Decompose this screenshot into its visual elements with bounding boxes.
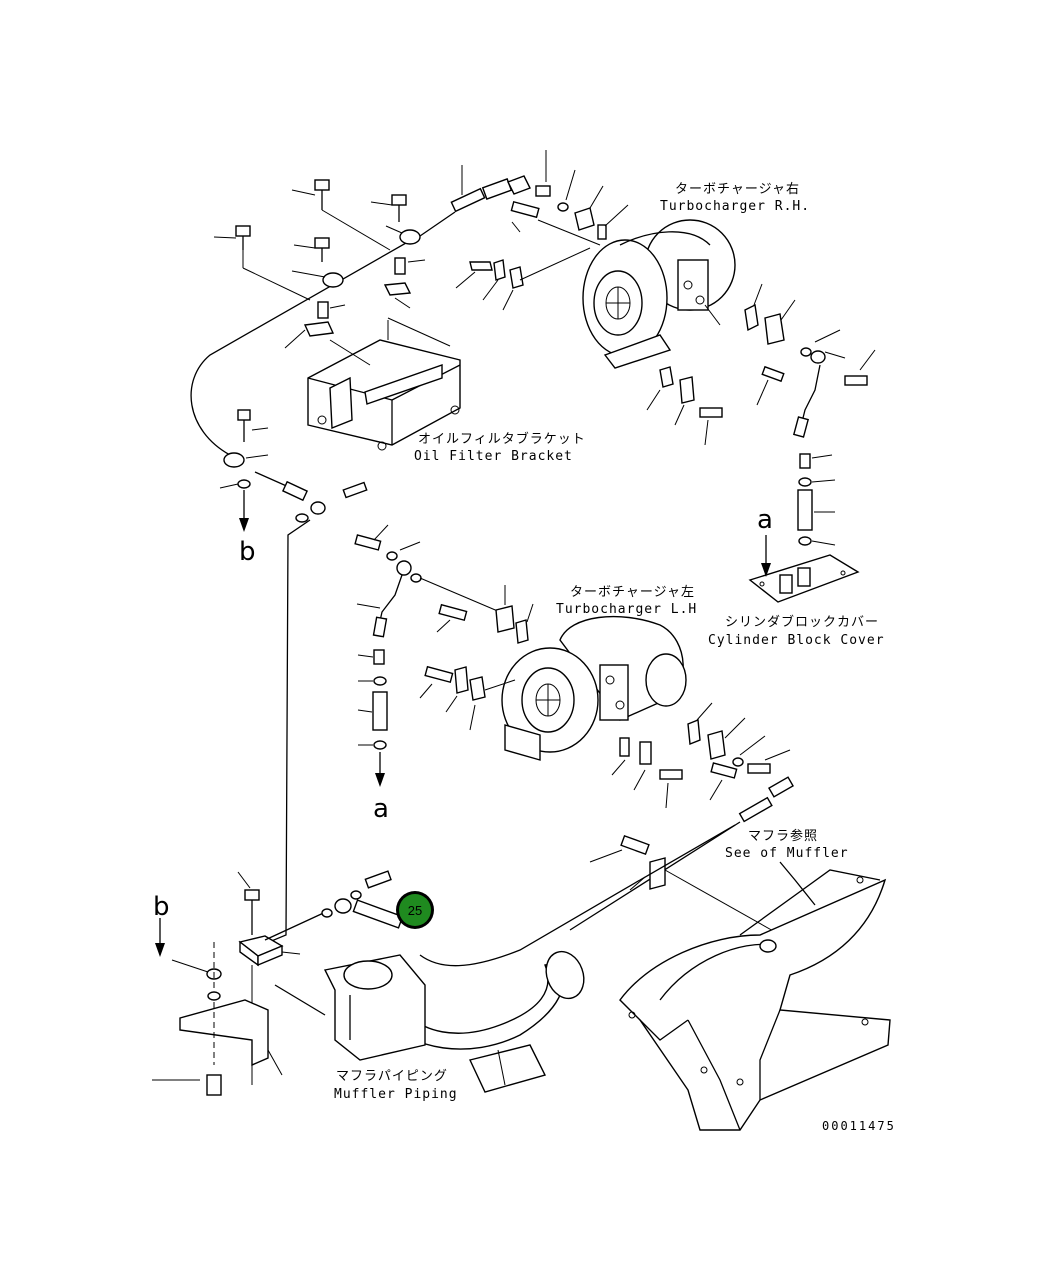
- muffler-pipe-label-en: Muffler Piping: [334, 1087, 458, 1102]
- ref-b-bottom: b: [153, 892, 170, 922]
- top-left-fittings: [213, 179, 426, 349]
- callout-25-marker[interactable]: 25: [396, 891, 434, 929]
- part-number: 00011475: [822, 1119, 896, 1133]
- callout-25-fill: [399, 894, 431, 926]
- oil-line-lower: [249, 519, 311, 951]
- callout-25-number: 25: [408, 903, 422, 918]
- muffler-clamp: [589, 834, 776, 933]
- turbocharger-rh: [455, 219, 736, 369]
- cylinder-block-cover: [748, 535, 860, 603]
- turbo-rh-label-en: Turbocharger R.H.: [660, 199, 810, 214]
- callout-25-fittings: [321, 870, 404, 929]
- arrow-b-bottom: [155, 943, 165, 957]
- oil-bracket-label-jp: オイルフィルタブラケット: [418, 431, 586, 447]
- oil-line-hose: [190, 234, 421, 456]
- muffler-ref-label-en: See of Muffler: [725, 846, 849, 861]
- turbo-lh-drain-fittings: [569, 702, 794, 931]
- arrow-a-right: [761, 563, 771, 577]
- turbocharger-lh: [419, 585, 687, 761]
- muffler-piping: [323, 824, 736, 1093]
- cyl-cover-label-jp: シリンダブロックカバー: [725, 614, 879, 630]
- turbo-rh-hose-top: [419, 150, 629, 246]
- ref-a-top: a: [757, 505, 773, 535]
- bottom-bracket: [152, 871, 331, 1096]
- arrow-a-left: [375, 773, 385, 787]
- arrow-b-top: [239, 518, 249, 532]
- turbo-lh-label-jp: ターボチャージャ左: [570, 585, 695, 600]
- muffler-ref-label-jp: マフラ参照: [748, 828, 818, 844]
- turbo-rh-drain-fittings: [646, 283, 876, 546]
- muffler-pipe-label-jp: マフラパイピング: [336, 1069, 448, 1084]
- oil-filter-bracket: [307, 317, 461, 451]
- oil-bracket-label-en: Oil Filter Bracket: [414, 449, 573, 464]
- turbo-lh-feed-fittings: [354, 524, 501, 787]
- turbo-rh-label-jp: ターボチャージャ右: [675, 182, 800, 197]
- bracket-side-fittings: [219, 409, 368, 532]
- ref-b-top: b: [239, 537, 256, 567]
- turbo-lh-label-en: Turbocharger L.H: [556, 602, 697, 617]
- muffler-body: [619, 869, 891, 1131]
- ref-a-bottom: a: [373, 794, 389, 824]
- cyl-cover-label-en: Cylinder Block Cover: [708, 633, 885, 648]
- muffler-leader: [779, 861, 816, 906]
